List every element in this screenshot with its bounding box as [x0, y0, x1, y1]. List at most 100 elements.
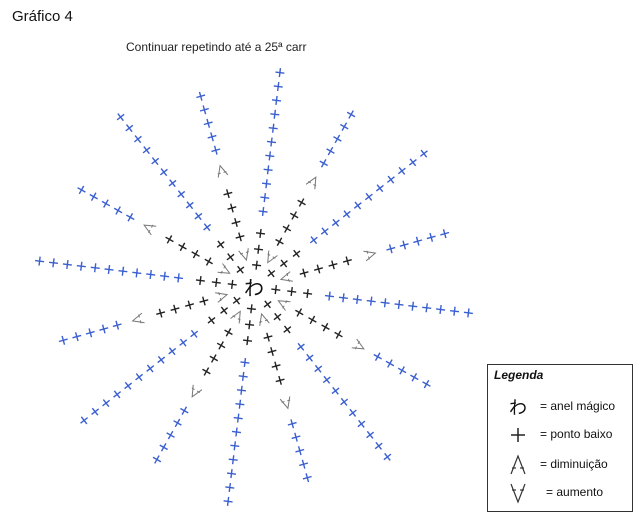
single-crochet-stitch-59 — [408, 301, 418, 311]
decrease-stitch-194 — [217, 164, 229, 178]
single-crochet-stitch-187 — [125, 124, 134, 133]
single-crochet-stitch-167 — [178, 242, 187, 252]
single-crochet-stitch-95 — [287, 419, 297, 429]
legend-box: Legenda わ = anel mágico = ponto baixo = … — [487, 364, 633, 512]
single-crochet-stitch-86 — [366, 430, 375, 439]
single-crochet-stitch-179 — [194, 212, 203, 221]
increase-stitch-164 — [217, 263, 231, 274]
single-crochet-stitch-2 — [255, 228, 266, 238]
single-crochet-stitch-15 — [275, 237, 284, 246]
single-crochet-stitch-70 — [373, 352, 382, 361]
single-crochet-stitch-8 — [266, 137, 277, 147]
decrease-stitch-94 — [279, 396, 291, 410]
single-crochet-stitch-138 — [80, 416, 89, 425]
magic-ring-icon: わ — [509, 398, 527, 419]
legend-label-decrease: = diminuição — [540, 457, 608, 471]
single-crochet-stitch-4 — [260, 193, 270, 203]
single-crochet-stitch-58 — [394, 299, 404, 310]
single-crochet-stitch-151 — [211, 277, 221, 288]
single-crochet-stitch-191 — [231, 217, 241, 228]
legend-item-single-crochet: = ponto baixo — [488, 421, 632, 449]
single-crochet-stitch-34 — [375, 184, 384, 193]
single-crochet-stitch-197 — [203, 118, 213, 128]
single-crochet-stitch-165 — [204, 257, 213, 266]
increase-icon — [510, 483, 526, 504]
single-crochet-stitch-121 — [173, 418, 182, 428]
decrease-stitch-169 — [143, 224, 157, 236]
single-crochet-stitch-28 — [309, 236, 318, 245]
single-crochet-stitch-136 — [102, 399, 111, 408]
single-crochet-stitch-25 — [267, 269, 276, 278]
single-crochet-stitch-157 — [118, 266, 128, 276]
decrease-stitch-144 — [131, 312, 145, 324]
single-crochet-stitch-53 — [324, 291, 335, 301]
single-crochet-stitch-181 — [177, 190, 186, 199]
single-crochet-stitch-141 — [184, 300, 195, 310]
single-crochet-stitch-13 — [275, 68, 285, 78]
increase-stitch-139 — [215, 292, 229, 303]
single-crochet-stitch-32 — [353, 201, 362, 210]
single-crochet-stitch-91 — [267, 346, 277, 357]
single-crochet-stitch-7 — [265, 151, 275, 161]
single-crochet-stitch-131 — [157, 355, 166, 364]
single-crochet-stitch-186 — [133, 135, 142, 144]
single-crochet-stitch-110 — [228, 455, 238, 465]
legend-item-increase: = aumento — [488, 479, 632, 507]
single-crochet-stitch-66 — [308, 315, 317, 325]
increase-stitch-64 — [277, 300, 291, 311]
single-crochet-stitch-17 — [289, 211, 299, 220]
increase-stitch-89 — [259, 312, 270, 326]
single-crochet-stitch-168 — [165, 235, 174, 244]
single-crochet-stitch-12 — [273, 81, 283, 92]
legend-label-increase: = aumento — [546, 485, 604, 499]
single-crochet-stitch-65 — [295, 308, 304, 317]
single-crochet-stitch-24 — [346, 110, 356, 119]
single-crochet-stitch-38 — [419, 149, 428, 158]
single-crochet-stitch-40 — [299, 268, 309, 278]
single-crochet-stitch-56 — [366, 296, 376, 306]
legend-item-decrease: = diminuição — [488, 451, 632, 479]
single-crochet-stitch-43 — [342, 256, 352, 266]
single-crochet-stitch-116 — [216, 341, 226, 350]
single-crochet-stitch-75 — [263, 300, 272, 309]
single-crochet-stitch-170 — [126, 213, 135, 222]
single-crochet-stitch-188 — [116, 113, 125, 122]
single-crochet-stitch-180 — [185, 201, 194, 210]
single-crochet-stitch-51 — [287, 286, 297, 297]
single-crochet-stitch-103 — [240, 357, 250, 368]
single-crochet-stitch-122 — [166, 430, 175, 440]
single-crochet-stitch-117 — [209, 354, 219, 363]
single-crochet-stitch-148 — [72, 332, 82, 342]
single-crochet-stitch-105 — [236, 385, 247, 395]
single-crochet-stitch-55 — [352, 294, 362, 305]
single-crochet-stitch-104 — [238, 371, 248, 381]
single-crochet-stitch-16 — [282, 224, 292, 233]
single-crochet-stitch-101 — [244, 320, 255, 330]
single-crochet-stitch-26 — [279, 259, 288, 268]
single-crochet-stitch-147 — [85, 328, 95, 338]
single-crochet-stitch-115 — [224, 328, 233, 337]
stitch-layer — [35, 68, 473, 506]
single-crochet-stitch-152 — [195, 275, 205, 286]
single-crochet-stitch-142 — [170, 304, 180, 314]
single-crochet-stitch-90 — [263, 332, 273, 342]
crochet-diagram: わ — [35, 68, 473, 506]
single-crochet-stitch-160 — [76, 261, 86, 271]
single-crochet-stitch-78 — [296, 342, 305, 351]
single-crochet-stitch-163 — [35, 256, 45, 266]
single-crochet-stitch-192 — [227, 203, 237, 213]
single-crochet-stitch-150 — [227, 279, 237, 289]
single-crochet-stitch-88 — [383, 452, 392, 461]
single-crochet-stitch-76 — [273, 312, 282, 321]
decrease-stitch-69 — [351, 338, 365, 350]
single-crochet-stitch-41 — [313, 264, 324, 274]
single-crochet-stitch-153 — [173, 273, 184, 283]
single-crochet-stitch-5 — [261, 179, 272, 189]
single-crochet-stitch-79 — [305, 353, 314, 362]
single-crochet-icon — [511, 428, 525, 442]
single-crochet-stitch-48 — [426, 232, 436, 242]
decrease-icon — [510, 454, 526, 475]
chart-instruction: Continuar repetindo até a 25ª carr — [126, 40, 307, 54]
single-crochet-stitch-33 — [364, 192, 373, 201]
single-crochet-stitch-145 — [112, 320, 122, 330]
